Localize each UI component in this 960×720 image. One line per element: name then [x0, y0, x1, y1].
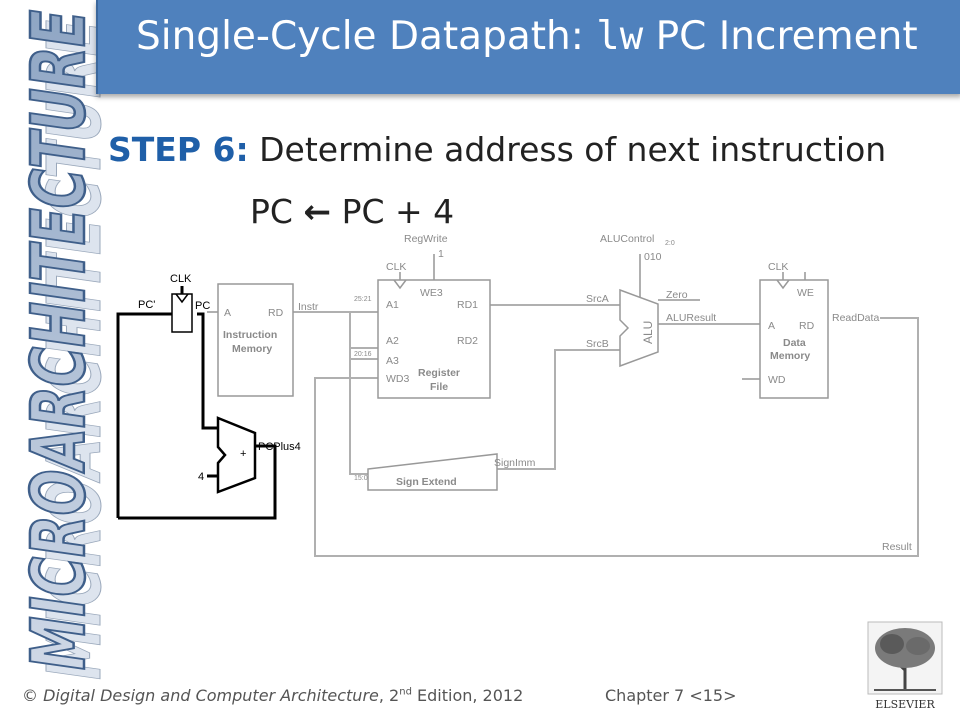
regfile-wd3-label: WD3	[386, 373, 409, 385]
bits-15-0-label: 15:0	[354, 475, 368, 482]
pc-prime-label: PC'	[138, 299, 155, 311]
publisher-name: ELSEVIER	[875, 698, 935, 711]
imem-name2: Memory	[232, 343, 272, 355]
regfile-clk-label: CLK	[386, 261, 406, 273]
alu-shape	[619, 288, 659, 368]
wire-pcplus4-feedback	[118, 444, 277, 520]
sign-extend-label: Sign Extend	[396, 476, 457, 488]
four-label: 4	[198, 471, 204, 483]
instruction-memory	[217, 283, 294, 397]
wire-srcb	[497, 349, 620, 470]
dmem-clock-triangle	[776, 279, 790, 290]
alucontrol-value: 010	[644, 251, 662, 263]
zero-label: Zero	[666, 289, 688, 301]
regfile-name1: Register	[418, 367, 460, 379]
sign-extend-unit	[367, 453, 498, 491]
wire-instr	[293, 311, 368, 475]
regfile-we3-label: WE3	[420, 287, 443, 299]
regwrite-label: RegWrite	[404, 233, 448, 245]
regwrite-value: 1	[438, 248, 444, 260]
regfile-a2-label: A2	[386, 335, 399, 347]
elsevier-tree-logo-icon: ELSEVIER	[867, 621, 943, 711]
title-bar: Single-Cycle Datapath: lw PC Increment	[96, 0, 960, 94]
step-label: STEP 6:	[108, 130, 249, 169]
pc-register	[171, 293, 193, 333]
srca-label: SrcA	[586, 293, 609, 305]
sidebar-title: MICROARCHITECTURE	[16, 10, 102, 670]
readdata-label: ReadData	[832, 312, 879, 324]
book-title: Digital Design and Computer Architecture	[43, 686, 379, 705]
title-instruction: lw	[596, 14, 644, 59]
footer-citation: © Digital Design and Computer Architectu…	[22, 686, 523, 705]
sidebar-vertical-title: MICROARCHITECTURE MICROARCHITECTURE	[15, 9, 110, 681]
alucontrol-label: ALUControl	[600, 233, 654, 245]
instr-label: Instr	[298, 301, 319, 313]
regfile-a3-label: A3	[386, 355, 399, 367]
dmem-clk-label: CLK	[768, 261, 788, 273]
pc-clk-label: CLK	[170, 273, 192, 285]
equation-right: PC + 4	[341, 192, 455, 231]
bits-20-16-label: 20:16	[354, 351, 372, 358]
regfile-a1-label: A1	[386, 299, 399, 311]
wire-result-to-wd3	[314, 317, 919, 557]
pcplus4-label: PCPlus4	[258, 441, 301, 453]
adder-plus-label: +	[240, 448, 246, 460]
register-file	[377, 279, 491, 399]
left-arrow-icon: ←	[303, 192, 332, 231]
data-memory	[759, 279, 829, 399]
wire-pcprime	[116, 312, 172, 518]
edition-pre: , 2	[378, 686, 400, 705]
dmem-a-label: A	[768, 320, 775, 332]
regfile-rd1-label: RD1	[457, 299, 478, 311]
edition-sup: nd	[399, 686, 412, 698]
sidebar-title-shadow: MICROARCHITECTURE	[32, 20, 110, 680]
bits-25-21-label: 25:21	[354, 296, 372, 303]
regfile-name2: File	[430, 381, 448, 393]
dmem-rd-label: RD	[799, 320, 815, 332]
dmem-name1: Data	[783, 337, 806, 349]
signimm-label: SignImm	[494, 457, 536, 469]
dmem-we-label: WE	[797, 287, 814, 299]
title-suffix: PC Increment	[643, 14, 918, 59]
dmem-name2: Memory	[770, 350, 810, 362]
title-prefix: Single-Cycle Datapath:	[136, 14, 597, 59]
chapter-page-number: Chapter 7 <15>	[605, 686, 737, 705]
pc-clock-triangle	[175, 293, 189, 304]
wire-pc-to-adder	[197, 312, 218, 430]
equation-left: PC	[250, 192, 293, 231]
aluresult-label: ALUResult	[666, 312, 716, 324]
pc-adder	[216, 416, 257, 494]
pc-equation: PC ← PC + 4	[250, 192, 454, 231]
alu-label: ALU	[641, 321, 655, 344]
datapath-diagram: CLK PC' PC PCPlus4 4 + A RD Instruction …	[116, 233, 919, 557]
step-text: Determine address of next instruction	[248, 130, 887, 169]
copyright-symbol: ©	[22, 686, 44, 705]
slide-title: Single-Cycle Datapath: lw PC Increment	[136, 14, 918, 59]
imem-name1: Instruction	[223, 329, 277, 341]
pc-label: PC	[195, 300, 210, 312]
step-heading: STEP 6: Determine address of next instru…	[108, 130, 886, 169]
alucontrol-sub-label: 2:0	[665, 240, 675, 247]
regfile-rd2-label: RD2	[457, 335, 478, 347]
imem-rd-label: RD	[268, 307, 284, 319]
result-label: Result	[882, 541, 912, 553]
regfile-clock-triangle	[393, 279, 407, 290]
edition-post: Edition, 2012	[411, 686, 524, 705]
imem-a-label: A	[224, 307, 231, 319]
srcb-label: SrcB	[586, 338, 609, 350]
dmem-wd-label: WD	[768, 374, 786, 386]
